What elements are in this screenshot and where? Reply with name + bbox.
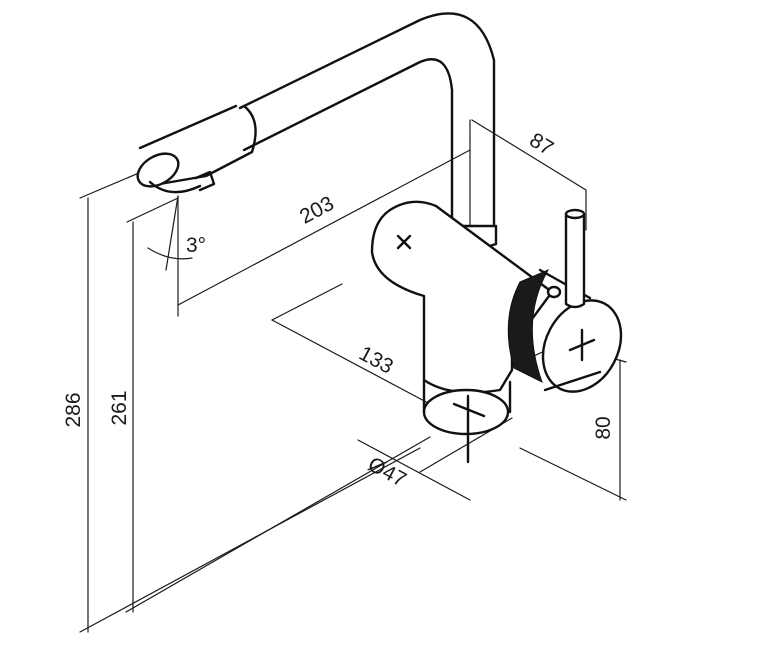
dim-body-height: 80	[592, 416, 615, 439]
spray-head	[146, 104, 257, 188]
lever-handle	[564, 212, 586, 309]
centre-marks	[396, 234, 596, 464]
dim-spout-height: 261	[108, 390, 131, 425]
dim-body-depth: 133	[355, 342, 397, 379]
faucet-illustration	[136, 12, 623, 464]
spray-outlet	[136, 152, 180, 188]
dim-angle: 3°	[186, 234, 206, 257]
dim-base-diameter: Ø47	[364, 453, 410, 492]
lever-band	[507, 268, 550, 384]
dimension-lines	[79, 119, 627, 633]
mixer-body	[370, 200, 554, 394]
spout-outer-edge	[238, 12, 496, 232]
spout-inner-edge	[242, 58, 454, 230]
dim-total-height: 286	[62, 392, 85, 427]
faucet-base	[422, 388, 510, 436]
